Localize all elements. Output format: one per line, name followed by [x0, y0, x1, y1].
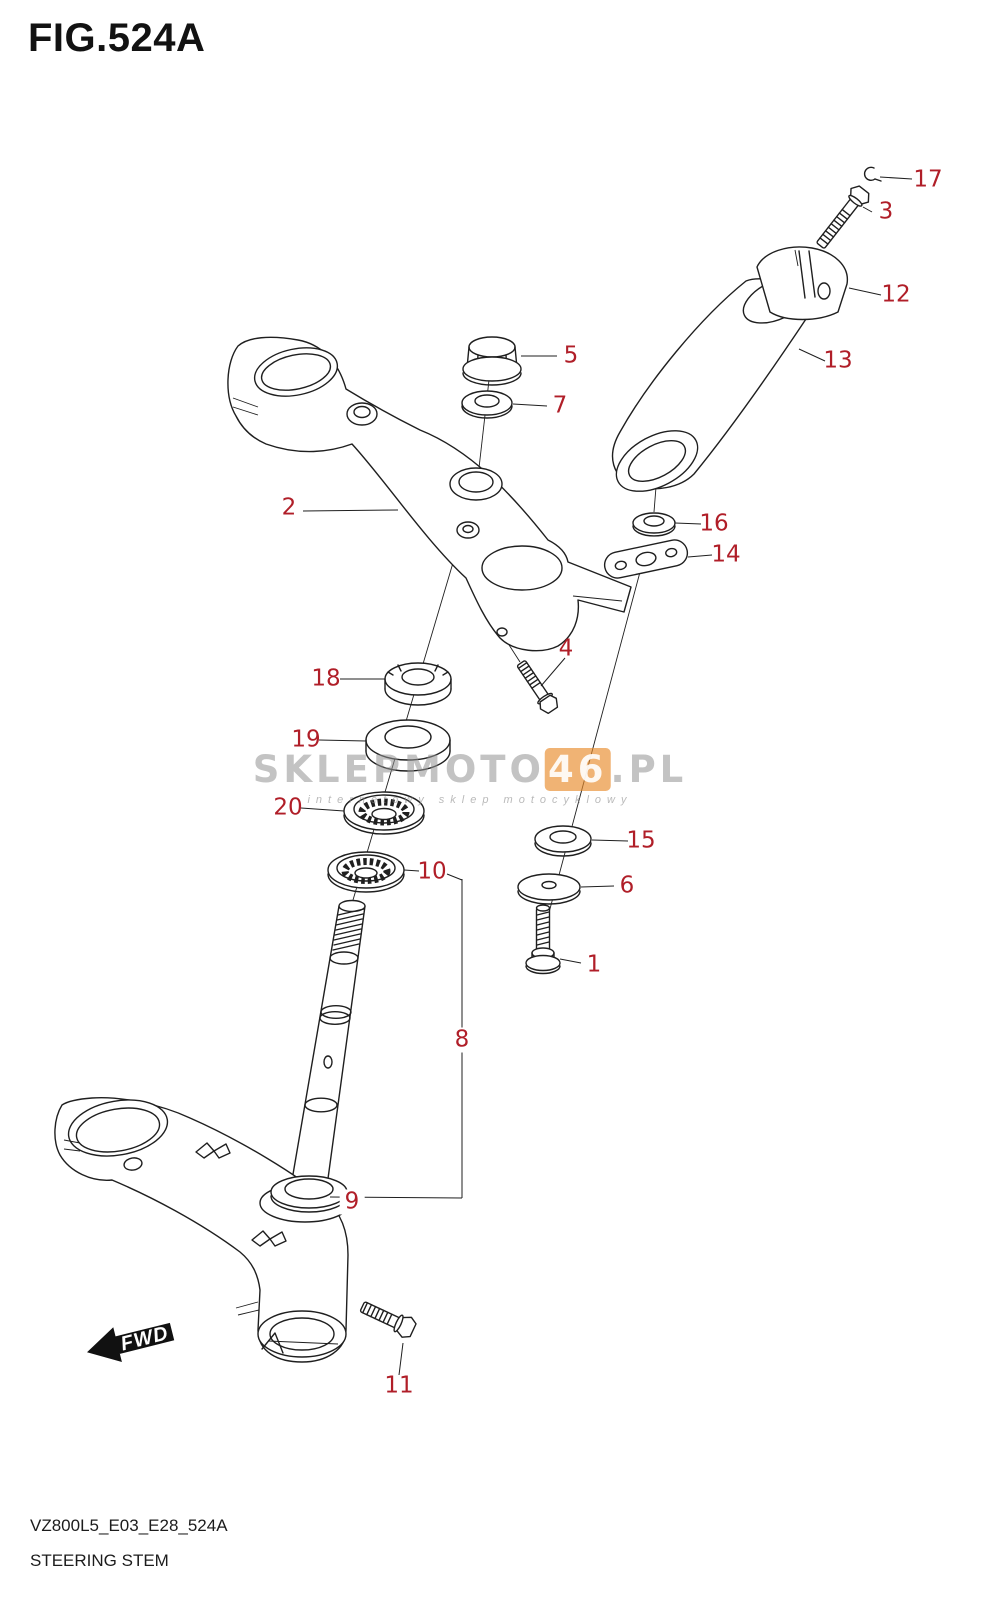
- part-stem-nut: [462, 336, 522, 386]
- part-head-washer: [461, 390, 513, 419]
- part-stem-collar: [270, 1175, 348, 1213]
- figure-title: FIG.524A: [28, 16, 206, 60]
- part-clip: [863, 166, 882, 182]
- footer: VZ800L5_E03_E28_524A STEERING STEM: [30, 1516, 228, 1571]
- figure-code: VZ800L5_E03_E28_524A: [30, 1516, 228, 1535]
- callout-15: 15: [626, 827, 656, 854]
- callout-19: 19: [291, 726, 321, 753]
- callout-13: 13: [823, 347, 853, 374]
- part-dust-cover: [365, 719, 451, 772]
- callout-4: 4: [558, 635, 574, 662]
- callout-14: 14: [711, 541, 741, 568]
- part-upper-bearing: [343, 791, 425, 835]
- callout-8: 8: [449, 1027, 475, 1053]
- callout-2: 2: [281, 494, 297, 521]
- part-stem-plate: [603, 539, 689, 579]
- part-stem-locknut: [384, 662, 452, 706]
- callout-12: 12: [881, 281, 911, 308]
- part-steering-stem: [290, 899, 366, 1187]
- callout-20: 20: [273, 794, 303, 821]
- callout-6: 6: [619, 872, 635, 899]
- callout-7: 7: [552, 392, 568, 419]
- callout-5: 5: [563, 342, 579, 369]
- part-lock-washer: [534, 825, 592, 857]
- callout-11: 11: [384, 1372, 414, 1399]
- part-lower-bearing: [327, 851, 405, 893]
- part-bolt-11: [359, 1301, 417, 1338]
- part-washer-16: [632, 512, 676, 537]
- part-holder-clamp: [756, 246, 848, 321]
- figure-name: STEERING STEM: [30, 1551, 169, 1570]
- callout-9: 9: [339, 1189, 365, 1215]
- callout-1: 1: [586, 951, 602, 978]
- part-flat-washer: [517, 873, 581, 905]
- part-upper-bracket: [227, 336, 632, 652]
- callout-18: 18: [311, 665, 341, 692]
- fwd-arrow: FWD: [87, 1322, 175, 1362]
- leader-lines: [300, 176, 913, 1376]
- part-clamp-bolt: [816, 185, 870, 249]
- part-bolt-1: [525, 904, 561, 975]
- callout-3: 3: [878, 198, 894, 225]
- callout-17: 17: [913, 166, 943, 193]
- fwd-label: FWD: [119, 1322, 171, 1355]
- part-bolt-4: [516, 660, 559, 715]
- callout-10: 10: [417, 858, 447, 885]
- callout-16: 16: [699, 510, 729, 537]
